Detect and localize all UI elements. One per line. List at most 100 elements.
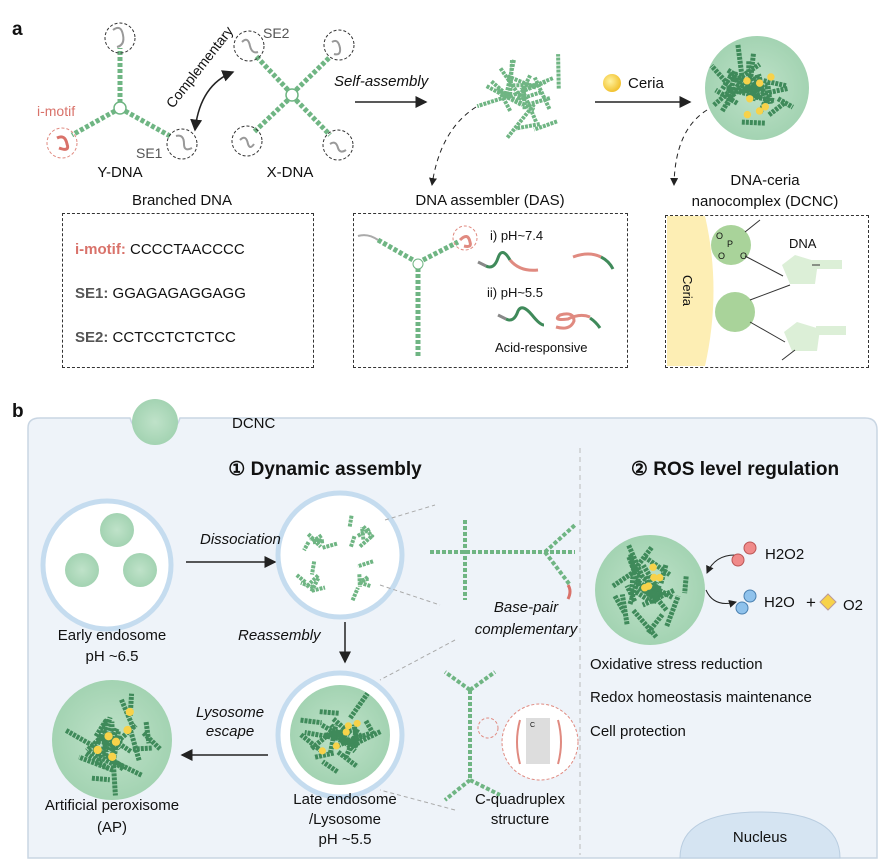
x-y-dna-pair	[430, 520, 577, 600]
dna-strand	[321, 541, 338, 550]
dna-strand	[350, 586, 360, 602]
dna-strand	[119, 698, 136, 730]
h2o2-icon	[731, 553, 745, 567]
dna-strand	[733, 62, 762, 83]
phosphate-atom: P	[727, 239, 734, 249]
ceria-dot	[755, 79, 764, 87]
sugar-pentagon	[782, 255, 818, 284]
dna-strand	[523, 76, 554, 92]
dna-strand	[619, 593, 630, 625]
ceria-dot	[332, 742, 340, 750]
ceria-dot	[108, 752, 117, 761]
lysosome-escape-label-1: Lysosome	[195, 704, 265, 721]
dna-strand	[321, 759, 339, 774]
dna-strand	[631, 608, 659, 639]
dna-strand	[356, 527, 371, 538]
ceria-dot	[342, 728, 350, 736]
dna-strand	[505, 103, 536, 139]
early-endosome-ph: pH ~6.5	[85, 648, 139, 665]
dna-strand	[357, 559, 374, 569]
dcnc-label: DCNC	[232, 415, 276, 432]
base-pair-label-1: Base-pair	[493, 599, 559, 616]
dna-strand	[127, 693, 135, 717]
dna-strand	[308, 536, 322, 543]
ceria-dot	[767, 73, 775, 81]
dna-strand	[132, 745, 153, 752]
sequence-box	[62, 213, 314, 368]
dna-strand	[143, 721, 152, 744]
reassembly-label: Reassembly	[238, 627, 321, 644]
acid-responsive-strands	[477, 251, 615, 330]
effect-item: Oxidative stress reduction	[590, 656, 763, 673]
dna-strand	[735, 44, 745, 78]
dna-strand	[645, 584, 669, 612]
ceria-dot	[353, 719, 361, 727]
sequence-name: i-motif:	[75, 241, 126, 258]
base-pair-label-2: complementary	[474, 621, 578, 638]
panel-a-label: a	[12, 19, 23, 40]
dna-strand	[682, 576, 689, 594]
dcnc-box	[665, 215, 869, 368]
dna-strand	[658, 564, 669, 584]
acid-responsive-label: Acid-responsive	[495, 340, 588, 355]
dna-strand	[84, 751, 111, 771]
branched-dna-title: Branched DNA	[131, 192, 233, 209]
dna-strand	[709, 64, 736, 92]
dna-strand	[361, 525, 375, 539]
dna-strand	[651, 584, 674, 600]
dcnc-title-1: DNA-ceria	[730, 172, 800, 189]
dna-strand	[519, 86, 538, 123]
dna-strand	[347, 515, 354, 527]
dna-strand	[87, 748, 118, 768]
dna-strand	[319, 709, 340, 716]
ceria-dot	[93, 745, 102, 755]
x-dna-label: X-DNA	[266, 164, 314, 181]
phosphate-atom: O	[740, 251, 748, 261]
ceria-dot	[344, 722, 352, 730]
ceria-dot	[111, 737, 121, 746]
phosphate-atom: O	[716, 231, 724, 241]
cquad-label-1: C-quadruplex	[474, 791, 566, 808]
ap-label-1: Artificial peroxisome	[44, 797, 180, 814]
ceria-dot	[649, 563, 657, 571]
nucleus-label: Nucleus	[732, 829, 788, 846]
ceria-dot	[755, 107, 764, 115]
dna-strand	[664, 594, 681, 627]
y-dna-label: Y-DNA	[97, 164, 143, 181]
dna-strand	[304, 574, 320, 589]
ap-label-2: (AP)	[97, 819, 127, 836]
i-motif-label: i-motif	[37, 103, 76, 119]
nucleus	[679, 811, 841, 859]
dna-strand	[309, 577, 321, 593]
dna-strand	[357, 574, 362, 588]
ceria-dot	[743, 77, 751, 85]
ceria-particle-icon	[603, 74, 621, 92]
o2-icon	[819, 593, 837, 611]
cquad-label-2: structure	[490, 811, 550, 828]
ceria-dot	[650, 573, 658, 582]
ap-network	[64, 693, 162, 796]
dissociation-label: Dissociation	[200, 531, 281, 548]
sequence-value: CCTCCTCTCTCC	[112, 329, 236, 346]
sequence-name: SE1:	[75, 285, 109, 302]
i-motif-circle	[46, 127, 78, 159]
dna-strand	[324, 726, 356, 738]
phosphate-group	[715, 292, 755, 332]
dna-strand	[612, 594, 627, 615]
dna-strand	[776, 96, 795, 110]
ceria-surface	[667, 216, 714, 366]
sugar-pentagon	[784, 322, 820, 351]
ceria-dot	[746, 95, 754, 103]
dna-strand	[751, 86, 788, 99]
h2o-icon	[735, 601, 749, 615]
se1-circle	[166, 128, 198, 160]
das-box	[353, 213, 628, 368]
das-fragments	[295, 515, 375, 602]
ceria-dot	[761, 103, 770, 111]
dna-strand	[330, 724, 350, 741]
ap-in-lysosome	[299, 692, 382, 774]
dna-strand	[747, 73, 761, 93]
self-assembly-label: Self-assembly	[334, 73, 429, 90]
